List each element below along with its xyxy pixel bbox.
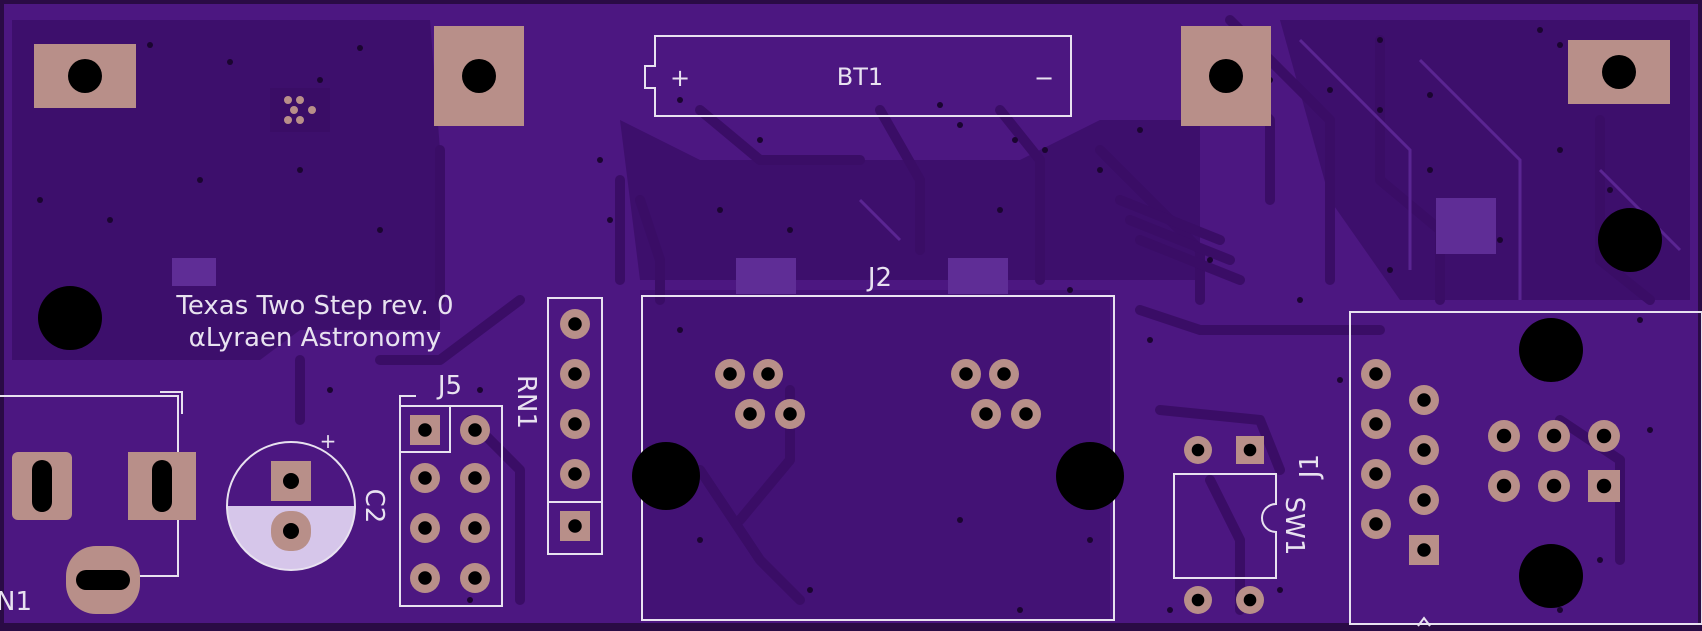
smd-pad-groups	[172, 198, 1496, 294]
sw1-reference: SW1	[1279, 497, 1309, 556]
sw1-switch: SW1	[1173, 473, 1309, 579]
rn1-pin-5-hole	[568, 519, 582, 533]
j5-pin-6-hole	[468, 521, 482, 535]
j1-pin-1-hole	[1369, 367, 1383, 381]
c2-capacitor: + C2	[226, 429, 389, 571]
j2-pin-4-hole	[783, 407, 797, 421]
j2-pin-3-hole	[743, 407, 757, 421]
j2-pin-8-hole	[1019, 407, 1033, 421]
board-title: Texas Two Step rev. 0	[175, 291, 453, 321]
j1-pin-13-hole	[1546, 478, 1562, 494]
j1-pin-6-hole	[1417, 443, 1431, 457]
j1-pin-9-hole	[1496, 428, 1512, 444]
rn1-pin-4-hole	[568, 467, 582, 481]
j1-pin-10-hole	[1546, 428, 1562, 444]
j2-mount-hole-left	[632, 442, 700, 510]
j5-pin-3-hole	[418, 471, 432, 485]
sw1-pin-1-hole	[1191, 443, 1205, 457]
bt1-hole-right	[1209, 59, 1243, 93]
j5-pin-7-hole	[418, 571, 432, 585]
j2-mount-hole-right	[1056, 442, 1124, 510]
through-hole-pads	[410, 309, 1620, 614]
rn1-reference: RN1	[511, 375, 541, 429]
j1-pin-5-hole	[1417, 393, 1431, 407]
mounting-pad-top-right	[1568, 40, 1670, 104]
c2-plus-label: +	[320, 429, 337, 453]
j5-pin-4-hole	[468, 471, 482, 485]
j1-pin-7-hole	[1417, 493, 1431, 507]
j1-pin-8-hole	[1417, 543, 1431, 557]
rn1-pin-3-hole	[568, 417, 582, 431]
board-subtitle: αLyraen Astronomy	[189, 323, 442, 353]
j1-reference: J1	[1295, 454, 1325, 480]
bt1-minus-label: −	[1034, 64, 1054, 92]
n1-reference: N1	[0, 587, 32, 617]
j2-reference: J2	[866, 263, 892, 293]
j2-pin-2-hole	[761, 367, 775, 381]
j1-pin-14-hole	[1596, 478, 1612, 494]
sw1-pin-4-hole	[1243, 593, 1257, 607]
j5-pin-5-hole	[418, 521, 432, 535]
c2-reference: C2	[359, 489, 389, 524]
mounting-pad-top-left	[34, 44, 136, 108]
rn1-resistor-network: RN1	[511, 297, 603, 555]
rn1-pin-1-hole	[568, 317, 582, 331]
bt1-hole-left	[462, 59, 496, 93]
bt1-silkscreen-outline	[644, 35, 1072, 117]
j2-pin-1-hole	[723, 367, 737, 381]
sw1-pin-2-hole	[1243, 443, 1257, 457]
j5-reference: J5	[436, 371, 462, 401]
j5-pin-8-hole	[468, 571, 482, 585]
j2-connector: J2	[632, 263, 1124, 621]
bt1-battery-holder: + − BT1	[434, 26, 1271, 126]
j1-pin-11-hole	[1596, 428, 1612, 444]
j5-header: J5	[399, 371, 503, 607]
j1-pin-2-hole	[1369, 417, 1383, 431]
j5-pin-2-hole	[468, 423, 482, 437]
via-holes	[37, 27, 1653, 613]
j1-pin-4-hole	[1369, 517, 1383, 531]
n1-power-jack: N1	[0, 391, 196, 617]
j1-pin-12-hole	[1496, 478, 1512, 494]
mounting-holes	[38, 208, 1662, 608]
bt1-plus-label: +	[670, 64, 690, 92]
rn1-pin-2-hole	[568, 367, 582, 381]
j2-pin-5-hole	[959, 367, 973, 381]
sw1-pin-3-hole	[1191, 593, 1205, 607]
j2-pin-6-hole	[997, 367, 1011, 381]
bt1-reference: BT1	[837, 63, 883, 91]
j1-pin-3-hole	[1369, 467, 1383, 481]
j5-pin-1-hole	[418, 423, 432, 437]
ic-footprint-top-left	[270, 88, 330, 132]
copper-traces	[295, 15, 1655, 615]
j2-pin-7-hole	[979, 407, 993, 421]
j1-connector: J1	[1295, 311, 1702, 627]
